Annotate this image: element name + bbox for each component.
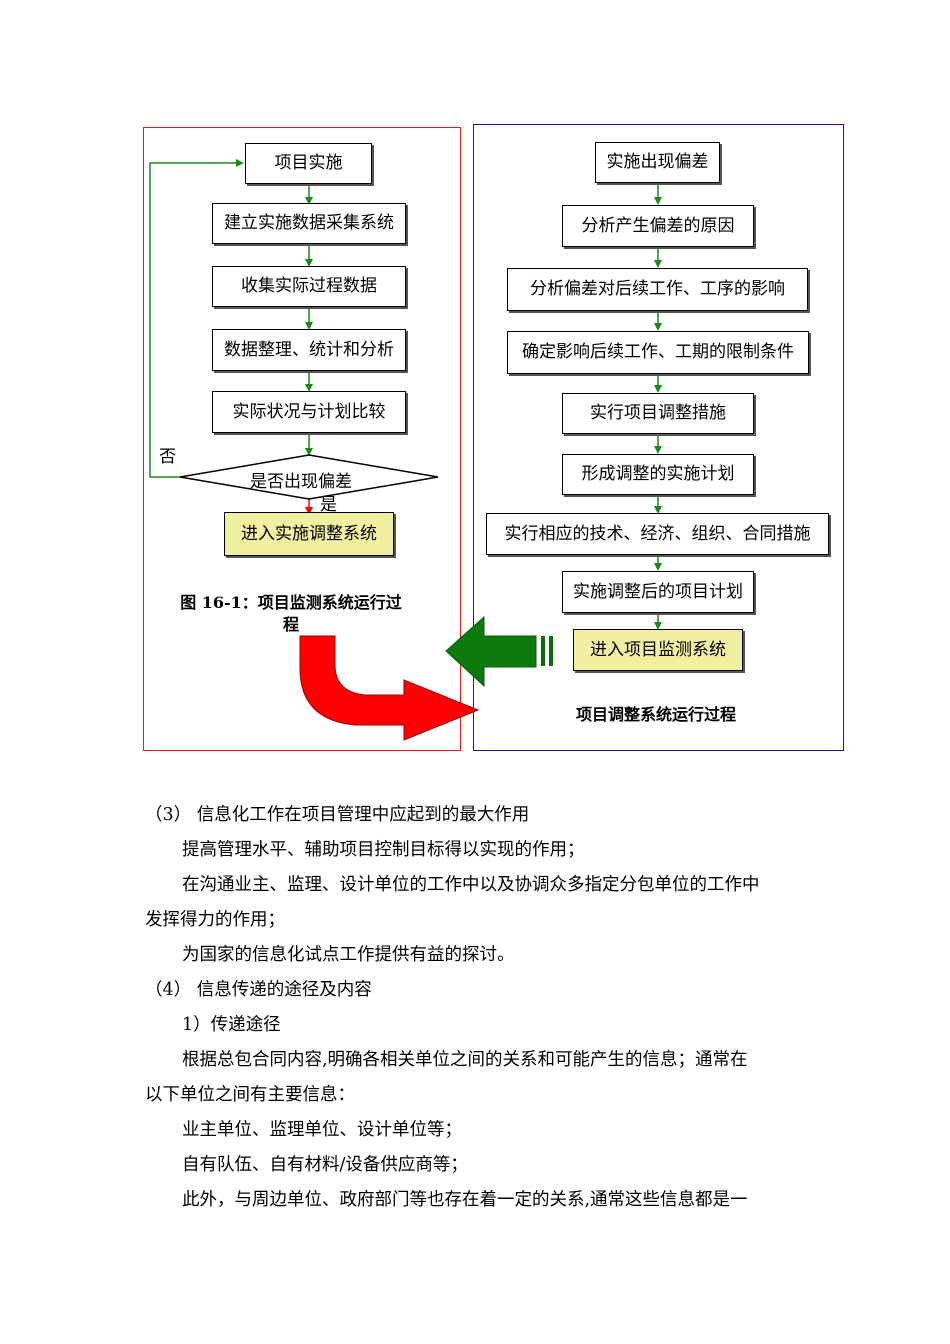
- right-box-analyze-impact: 分析偏差对后续工作、工序的影响: [507, 268, 808, 311]
- right-result-box: 进入项目监测系统: [573, 629, 743, 671]
- left-box-compare-plan: 实际状况与计划比较: [212, 391, 406, 433]
- body-line: 发挥得力的作用；: [145, 910, 285, 930]
- body-line: 此外，与周边单位、政府部门等也存在着一定的关系,通常这些信息都是一: [182, 1190, 748, 1210]
- right-box-adjusted-plan: 形成调整的实施计划: [562, 454, 754, 495]
- left-box-collect-process-data: 收集实际过程数据: [212, 266, 406, 307]
- left-box-data-collection-system: 建立实施数据采集系统: [212, 203, 406, 244]
- red-big-arrow: [299, 635, 480, 741]
- body-line: 为国家的信息化试点工作提供有益的探讨。: [182, 945, 515, 965]
- body-line: 1）传递途径: [182, 1015, 281, 1035]
- body-line: （3） 信息化工作在项目管理中应起到的最大作用: [145, 805, 530, 825]
- right-box-constraints: 确定影响后续工作、工期的限制条件: [507, 331, 809, 374]
- body-line: 以下单位之间有主要信息：: [145, 1085, 355, 1105]
- body-line: 自有队伍、自有材料/设备供应商等；: [182, 1155, 468, 1175]
- no-label: 否: [159, 447, 176, 467]
- body-line: （4） 信息传递的途径及内容: [145, 980, 372, 1000]
- left-caption: 图 16-1：项目监测系统运行过 程: [155, 592, 427, 636]
- body-line: 根据总包合同内容,明确各相关单位之间的关系和可能产生的信息；通常在: [182, 1050, 748, 1070]
- left-box-project-implementation: 项目实施: [245, 143, 372, 184]
- body-line: 提高管理水平、辅助项目控制目标得以实现的作用；: [182, 840, 585, 860]
- right-box-deviation: 实施出现偏差: [595, 142, 720, 183]
- right-box-measures: 实行相应的技术、经济、组织、合同措施: [486, 513, 829, 555]
- right-box-execute-plan: 实施调整后的项目计划: [562, 571, 754, 613]
- left-caption-line2: 程: [282, 615, 299, 634]
- yes-label: 是: [320, 495, 337, 515]
- body-line: 在沟通业主、监理、设计单位的工作中以及协调众多指定分包单位的工作中: [182, 875, 760, 895]
- right-box-analyze-cause: 分析产生偏差的原因: [562, 205, 754, 247]
- green-big-arrow: [445, 615, 553, 688]
- decision-label: 是否出现偏差: [250, 472, 352, 492]
- right-diagram-frame: [473, 124, 844, 751]
- left-box-data-analysis: 数据整理、统计和分析: [212, 329, 406, 371]
- left-diagram-frame: [143, 127, 461, 751]
- right-box-adjustment-measures: 实行项目调整措施: [562, 393, 754, 434]
- right-caption: 项目调整系统运行过程: [575, 705, 736, 724]
- left-caption-line1: 图 16-1：项目监测系统运行过: [180, 593, 402, 612]
- left-result-box: 进入实施调整系统: [224, 512, 394, 556]
- body-line: 业主单位、监理单位、设计单位等；: [182, 1120, 462, 1140]
- loop-back-arrow: [149, 159, 244, 478]
- decision-diamond: [179, 454, 439, 500]
